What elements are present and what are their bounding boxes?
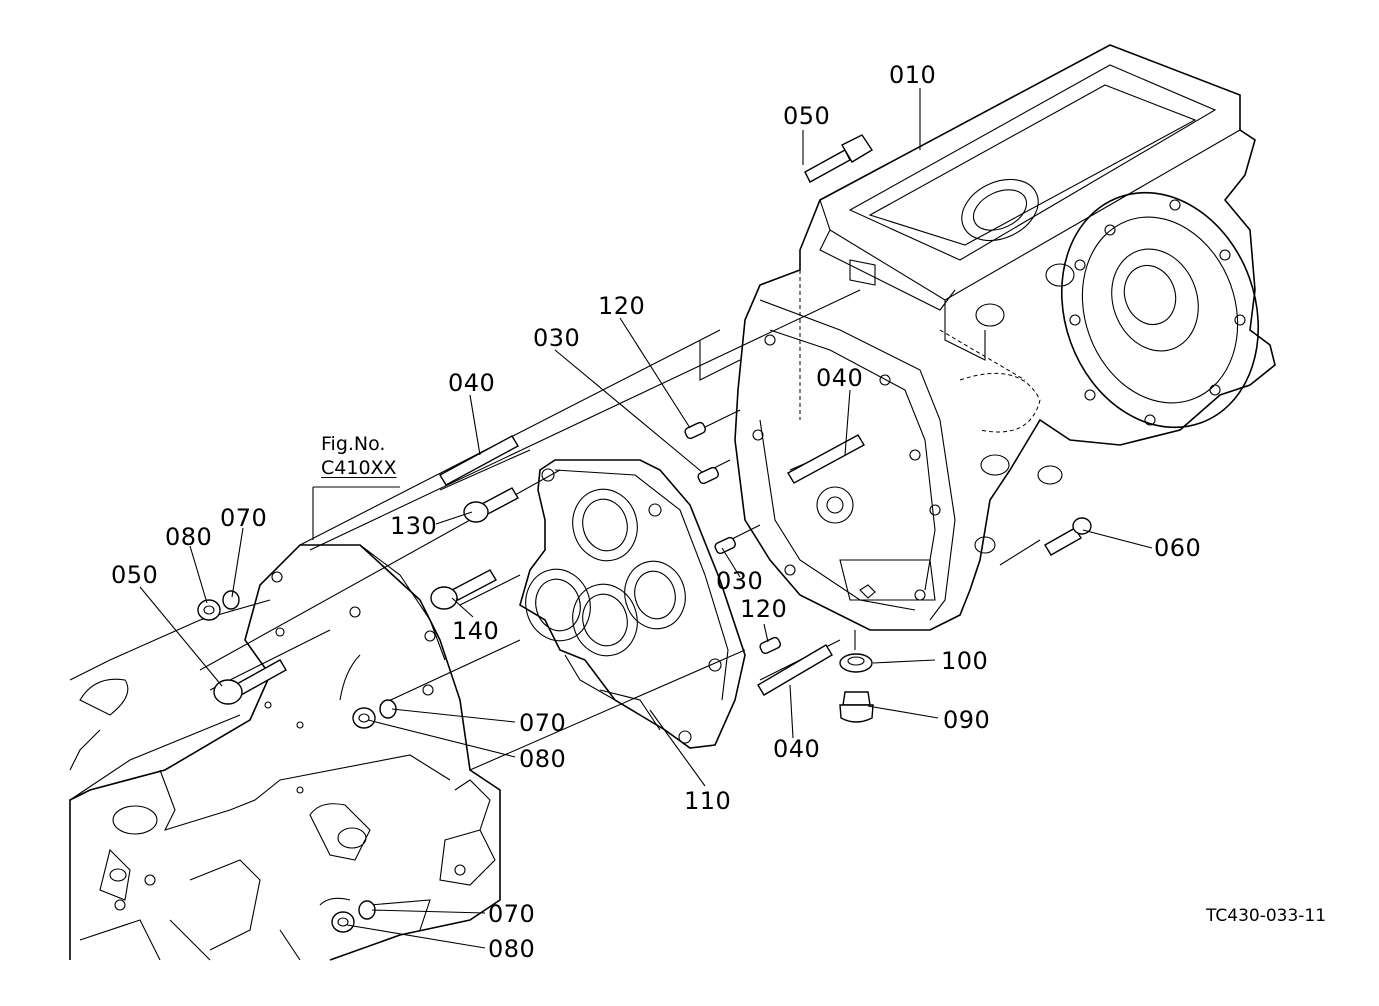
front-housing [69, 544, 501, 961]
callout-130: 130 [390, 512, 438, 540]
callout-060: 060 [1154, 534, 1202, 562]
callout-050-left: 050 [111, 561, 159, 589]
callout-120-mid: 120 [740, 595, 788, 623]
callout-070-top: 070 [220, 504, 268, 532]
callout-080-top: 080 [165, 523, 213, 551]
callout-120-top: 120 [598, 292, 646, 320]
callout-070-bottom: 070 [488, 900, 536, 928]
callout-140: 140 [452, 617, 500, 645]
callout-050-top: 050 [783, 102, 831, 130]
leader-lines [139, 88, 1153, 949]
callout-030-top: 030 [533, 324, 581, 352]
transmission-case-010 [734, 44, 1276, 631]
callout-030-mid: 030 [716, 567, 764, 595]
drawing-code: TC430-033-11 [1206, 906, 1327, 926]
callout-040-bottom: 040 [773, 735, 821, 763]
figure-reference-prefix: Fig.No. [321, 433, 386, 455]
callout-040-mid: 040 [816, 364, 864, 392]
cover-110 [519, 459, 746, 749]
callout-090: 090 [943, 706, 991, 734]
callout-080-bottom: 080 [488, 935, 536, 963]
hardware-parts [197, 134, 1092, 933]
callout-080-mid: 080 [519, 745, 567, 773]
callout-110: 110 [684, 787, 732, 815]
figure-reference-code: C410XX [321, 456, 397, 479]
callout-070-mid: 070 [519, 709, 567, 737]
figure-reference[interactable]: Fig.No. C410XX [321, 433, 397, 481]
callout-100: 100 [941, 647, 989, 675]
callout-010: 010 [889, 61, 937, 89]
callout-040-left: 040 [448, 369, 496, 397]
